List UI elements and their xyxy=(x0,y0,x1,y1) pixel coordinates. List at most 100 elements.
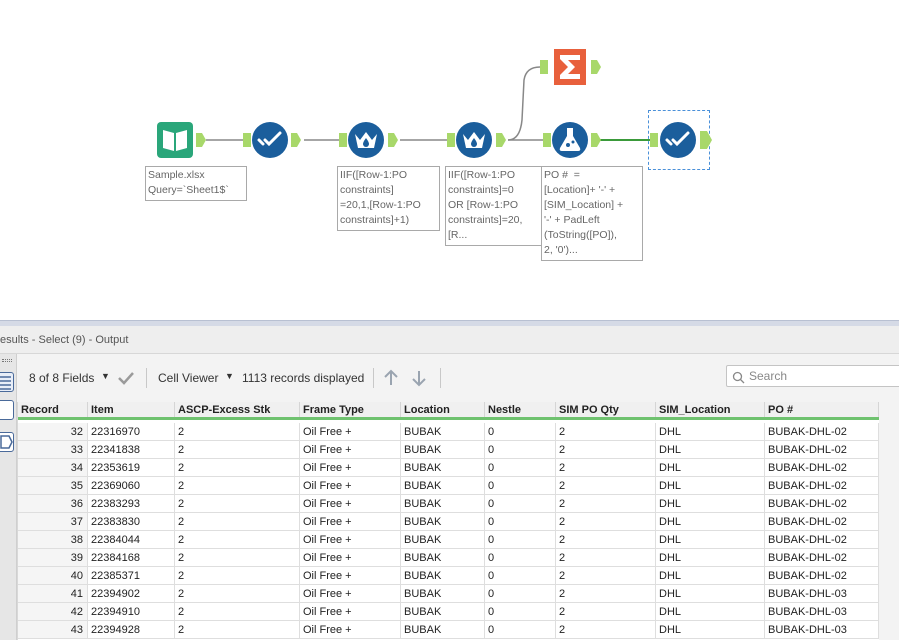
checkmark-icon[interactable] xyxy=(117,371,135,385)
table-cell[interactable]: 0 xyxy=(485,531,556,548)
table-cell[interactable]: BUBAK-DHL-02 xyxy=(765,567,879,584)
table-cell[interactable]: BUBAK-DHL-02 xyxy=(765,459,879,476)
table-cell[interactable]: BUBAK-DHL-03 xyxy=(765,621,879,638)
input-data-tool[interactable] xyxy=(155,120,195,160)
metadata-view-button[interactable] xyxy=(0,372,14,392)
table-cell[interactable]: Oil Free + xyxy=(300,567,401,584)
multi-row-formula-tool[interactable] xyxy=(346,120,386,160)
chevron-down-icon[interactable]: ▼ xyxy=(225,371,234,381)
table-cell[interactable]: BUBAK xyxy=(401,531,485,548)
cell-viewer-dropdown[interactable]: Cell Viewer xyxy=(158,371,219,385)
table-cell[interactable]: 0 xyxy=(485,459,556,476)
table-cell[interactable]: 0 xyxy=(485,567,556,584)
table-cell[interactable]: DHL xyxy=(656,477,765,494)
table-cell[interactable]: 0 xyxy=(485,423,556,440)
table-cell[interactable]: BUBAK-DHL-02 xyxy=(765,531,879,548)
table-cell[interactable]: 22316970 xyxy=(88,423,175,440)
column-header[interactable]: PO # xyxy=(765,402,879,417)
fields-dropdown[interactable]: 8 of 8 Fields xyxy=(29,371,95,385)
column-header[interactable]: SIM PO Qty xyxy=(556,402,656,417)
table-cell[interactable]: 2 xyxy=(175,459,300,476)
output-anchor[interactable] xyxy=(700,131,712,149)
table-cell[interactable]: BUBAK-DHL-02 xyxy=(765,513,879,530)
multi-row-formula-tool[interactable] xyxy=(454,120,494,160)
table-cell[interactable]: Oil Free + xyxy=(300,621,401,638)
table-cell[interactable]: 22369060 xyxy=(88,477,175,494)
table-cell[interactable]: 22384044 xyxy=(88,531,175,548)
table-cell[interactable]: 2 xyxy=(175,423,300,440)
table-cell[interactable]: 2 xyxy=(175,513,300,530)
input-anchor[interactable] xyxy=(650,133,658,147)
table-cell[interactable]: 0 xyxy=(485,513,556,530)
table-cell[interactable]: Oil Free + xyxy=(300,549,401,566)
table-cell[interactable]: 0 xyxy=(485,441,556,458)
output-anchor[interactable] xyxy=(291,133,301,147)
table-cell[interactable]: DHL xyxy=(656,459,765,476)
table-cell[interactable]: Oil Free + xyxy=(300,603,401,620)
table-cell[interactable]: 2 xyxy=(556,513,656,530)
table-cell[interactable]: BUBAK-DHL-03 xyxy=(765,585,879,602)
table-cell[interactable]: DHL xyxy=(656,621,765,638)
table-cell[interactable]: DHL xyxy=(656,567,765,584)
table-cell[interactable]: DHL xyxy=(656,495,765,512)
table-cell[interactable]: Oil Free + xyxy=(300,531,401,548)
input-anchor[interactable] xyxy=(543,133,551,147)
table-cell[interactable]: BUBAK-DHL-03 xyxy=(765,603,879,620)
table-cell[interactable]: 2 xyxy=(556,585,656,602)
input-anchor[interactable] xyxy=(540,60,548,74)
column-header[interactable]: Record xyxy=(18,402,88,417)
chevron-down-icon[interactable]: ▼ xyxy=(101,371,110,381)
table-cell[interactable]: Oil Free + xyxy=(300,585,401,602)
table-cell[interactable]: BUBAK xyxy=(401,441,485,458)
output-anchor[interactable] xyxy=(591,133,601,147)
table-cell[interactable]: BUBAK xyxy=(401,549,485,566)
table-cell[interactable]: BUBAK xyxy=(401,585,485,602)
table-cell[interactable]: 2 xyxy=(556,459,656,476)
table-cell[interactable]: 2 xyxy=(556,621,656,638)
table-cell[interactable]: 2 xyxy=(175,603,300,620)
table-cell[interactable]: BUBAK xyxy=(401,621,485,638)
column-header[interactable]: Item xyxy=(88,402,175,417)
message-view-button[interactable] xyxy=(0,432,14,452)
table-cell[interactable]: BUBAK xyxy=(401,567,485,584)
table-cell[interactable]: 2 xyxy=(175,441,300,458)
arrow-down-icon[interactable] xyxy=(411,369,427,387)
column-header[interactable]: Location xyxy=(401,402,485,417)
table-cell[interactable]: DHL xyxy=(656,603,765,620)
table-cell[interactable]: 2 xyxy=(556,603,656,620)
table-cell[interactable]: 22394928 xyxy=(88,621,175,638)
input-anchor[interactable] xyxy=(339,133,347,147)
table-cell[interactable]: 2 xyxy=(556,567,656,584)
input-anchor[interactable] xyxy=(243,133,251,147)
table-cell[interactable]: 22394902 xyxy=(88,585,175,602)
table-cell[interactable]: 0 xyxy=(485,477,556,494)
table-cell[interactable]: Oil Free + xyxy=(300,459,401,476)
table-cell[interactable]: BUBAK xyxy=(401,495,485,512)
formula-tool[interactable] xyxy=(550,120,590,160)
table-cell[interactable]: 2 xyxy=(556,549,656,566)
table-cell[interactable]: BUBAK xyxy=(401,423,485,440)
column-header[interactable]: SIM_Location xyxy=(656,402,765,417)
summarize-tool[interactable] xyxy=(550,47,590,87)
select-tool[interactable] xyxy=(250,120,290,160)
table-cell[interactable]: BUBAK-DHL-02 xyxy=(765,495,879,512)
output-anchor[interactable] xyxy=(496,133,506,147)
table-cell[interactable]: 2 xyxy=(556,495,656,512)
table-cell[interactable]: BUBAK xyxy=(401,603,485,620)
output-anchor[interactable] xyxy=(388,133,398,147)
table-cell[interactable]: BUBAK xyxy=(401,513,485,530)
output-anchor[interactable] xyxy=(196,133,206,147)
table-cell[interactable]: DHL xyxy=(656,513,765,530)
column-header[interactable]: ASCP-Excess Stk xyxy=(175,402,300,417)
table-cell[interactable]: 2 xyxy=(175,477,300,494)
table-cell[interactable]: Oil Free + xyxy=(300,441,401,458)
table-cell[interactable]: 2 xyxy=(175,621,300,638)
table-cell[interactable]: DHL xyxy=(656,549,765,566)
table-cell[interactable]: 22341838 xyxy=(88,441,175,458)
